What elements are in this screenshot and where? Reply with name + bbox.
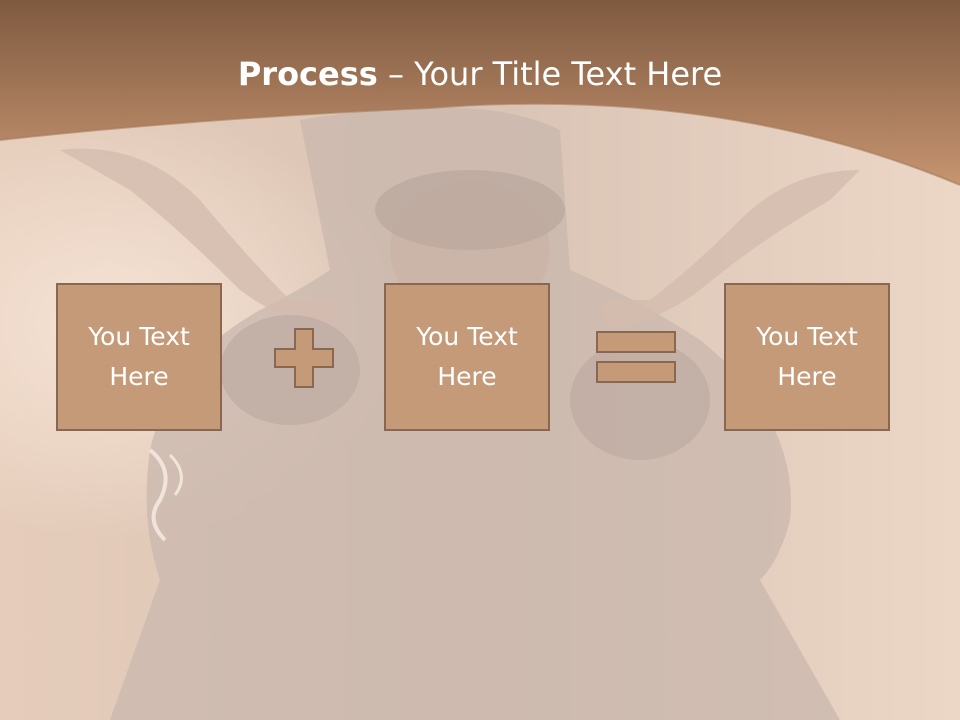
process-box-text: You Text Here [756,322,858,391]
process-box-3[interactable]: You Text Here [724,283,890,431]
process-box-1[interactable]: You Text Here [56,283,222,431]
equals-icon [596,331,676,383]
process-box-2[interactable]: You Text Here [384,283,550,431]
title-rest: – Your Title Text Here [377,55,723,93]
process-box-text: You Text Here [416,322,518,391]
title-banner [0,0,960,186]
plus-icon [274,328,334,388]
slide-title: Process – Your Title Text Here [0,52,960,96]
title-bold: Process [237,55,378,93]
process-box-text: You Text Here [88,322,190,391]
